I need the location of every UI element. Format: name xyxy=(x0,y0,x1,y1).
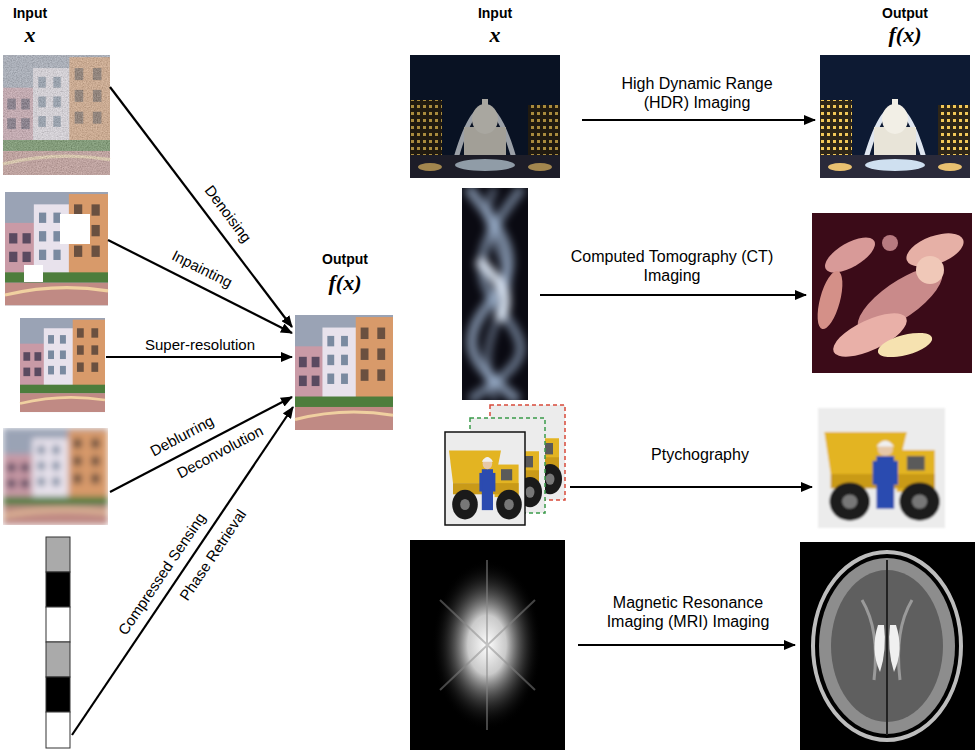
ptychography-frames xyxy=(445,405,565,525)
k-space-data xyxy=(410,540,565,750)
sinogram xyxy=(462,188,528,400)
arrow xyxy=(108,240,292,333)
noisy-image xyxy=(3,55,110,175)
arrow xyxy=(110,87,292,327)
heading: Output xyxy=(322,251,368,268)
arrow xyxy=(570,486,812,488)
arrow-label: Inpainting xyxy=(169,246,235,291)
heading: Output xyxy=(882,5,928,22)
hdr-input-image xyxy=(410,55,560,178)
arrow-label: Denoising xyxy=(201,182,256,246)
math-symbol: x xyxy=(25,22,36,48)
arrow xyxy=(578,644,795,646)
heading: Input xyxy=(478,5,512,22)
modality-label: Ptychography xyxy=(651,445,749,464)
heading: Input xyxy=(13,5,47,22)
arrows xyxy=(72,87,815,735)
hdr-output-image xyxy=(820,55,970,178)
restored-image xyxy=(295,315,393,430)
math-symbol: f(x) xyxy=(889,22,922,48)
arrow xyxy=(72,407,293,735)
arrow xyxy=(106,356,292,358)
mri-brain-image xyxy=(800,542,975,750)
math-symbol: x xyxy=(490,22,501,48)
masked-image xyxy=(5,192,108,305)
math-symbol: f(x) xyxy=(329,270,362,296)
measurement-vector xyxy=(46,537,70,748)
low-resolution-image xyxy=(20,318,105,412)
blurred-image xyxy=(3,428,108,525)
ct-reconstruction xyxy=(812,213,972,373)
arrow xyxy=(582,119,815,121)
arrow-label: Super-resolution xyxy=(145,336,255,354)
modality-label: Computed Tomography (CT) Imaging xyxy=(557,247,787,285)
ptychography-output xyxy=(818,408,945,528)
modality-label: High Dynamic Range (HDR) Imaging xyxy=(607,74,787,112)
modality-label: Magnetic Resonance Imaging (MRI) Imaging xyxy=(593,593,783,631)
arrow xyxy=(110,397,292,492)
arrow xyxy=(540,294,806,296)
